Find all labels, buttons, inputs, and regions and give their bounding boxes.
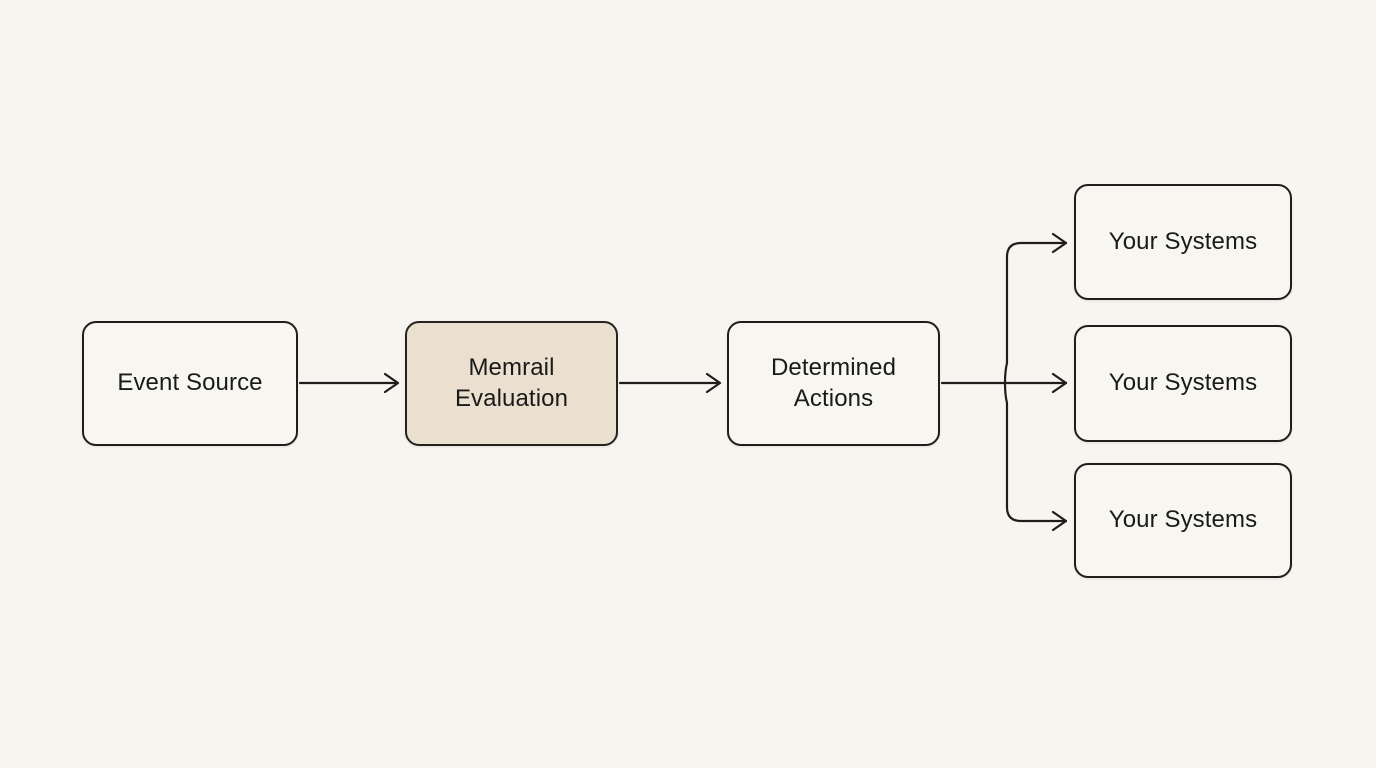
connector-event-source-to-memrail: [298, 372, 400, 394]
node-your-systems-3-label: Your Systems: [1108, 506, 1258, 534]
node-your-systems-2-label: Your Systems: [1108, 369, 1258, 397]
node-event-source-label: Event Source: [117, 369, 263, 397]
node-your-systems-1[interactable]: Your Systems: [1074, 184, 1292, 300]
node-event-source[interactable]: Event Source: [82, 321, 298, 446]
node-your-systems-1-label: Your Systems: [1108, 227, 1258, 255]
node-memrail-evaluation-label: Memrail Evaluation: [454, 353, 569, 412]
node-determined-actions-label: Determined Actions: [770, 353, 897, 412]
node-your-systems-2[interactable]: Your Systems: [1074, 325, 1292, 442]
node-your-systems-3[interactable]: Your Systems: [1074, 463, 1292, 578]
node-memrail-evaluation[interactable]: Memrail Evaluation: [405, 321, 618, 446]
connector-memrail-to-determined-actions: [618, 372, 722, 394]
connector-branch-to-your-systems-1: [1003, 232, 1068, 385]
node-determined-actions[interactable]: Determined Actions: [727, 321, 940, 446]
connector-branch-to-your-systems-2: [1003, 372, 1068, 394]
connector-branch-to-your-systems-3: [1003, 381, 1068, 532]
